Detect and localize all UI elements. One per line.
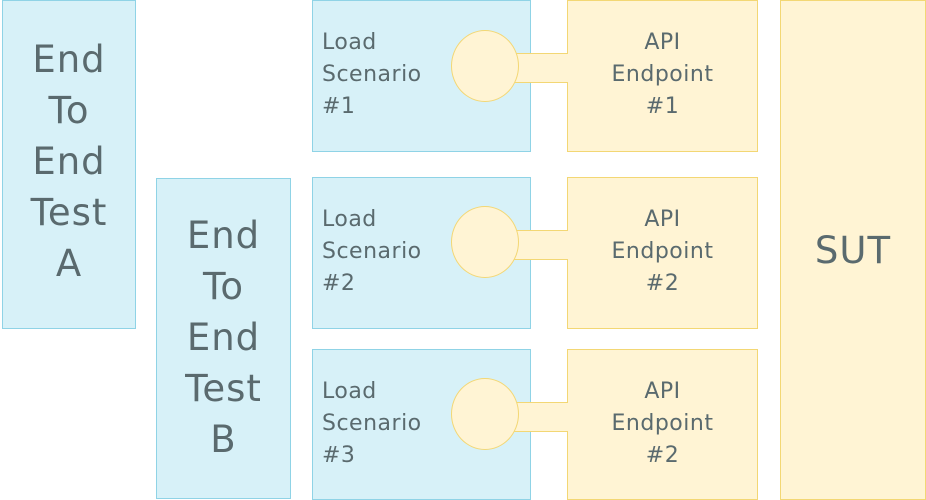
e2e-test-b-line: B (210, 418, 237, 461)
e2e-test-a-box: End To End Test A (2, 0, 136, 329)
api-endpoint-2-label: API Endpoint #2 (568, 204, 757, 300)
api-endpoint-2-box: API Endpoint #2 (567, 177, 758, 329)
e2e-test-b-line: End (186, 316, 261, 359)
load-scenario-line: Scenario (322, 62, 422, 87)
api-endpoint-line: #2 (645, 271, 680, 296)
interface-circle-2 (451, 206, 519, 278)
load-scenario-line: #1 (322, 94, 356, 119)
interface-circle-1 (451, 30, 519, 102)
load-scenario-3-box: Load Scenario #3 (312, 349, 531, 500)
load-scenario-line: #3 (322, 443, 356, 468)
e2e-test-b-line: To (203, 265, 244, 308)
api-endpoint-line: Endpoint (611, 411, 714, 436)
api-endpoint-3-box: API Endpoint #2 (567, 349, 758, 500)
e2e-test-a-line: A (55, 242, 83, 285)
load-scenario-line: #2 (322, 271, 356, 296)
api-endpoint-line: #1 (645, 94, 680, 119)
load-scenario-3-label: Load Scenario #3 (322, 376, 422, 472)
load-scenario-1-label: Load Scenario #1 (322, 27, 422, 123)
load-scenario-2-box: Load Scenario #2 (312, 177, 531, 329)
api-endpoint-line: Endpoint (611, 62, 714, 87)
api-endpoint-3-label: API Endpoint #2 (568, 376, 757, 472)
e2e-test-b-line: Test (185, 367, 262, 410)
e2e-test-b-line: End (186, 214, 261, 257)
load-scenario-line: Load (322, 207, 377, 232)
e2e-test-b-label: End To End Test B (157, 177, 290, 498)
load-scenario-line: Load (322, 379, 377, 404)
load-scenario-2-label: Load Scenario #2 (322, 204, 422, 300)
sut-box: SUT (780, 0, 926, 500)
load-scenario-line: Scenario (322, 239, 422, 264)
api-endpoint-line: #2 (645, 443, 680, 468)
api-endpoint-1-box: API Endpoint #1 (567, 0, 758, 152)
e2e-test-a-label: End To End Test A (3, 0, 135, 328)
e2e-test-a-line: Test (30, 191, 108, 234)
e2e-test-b-box: End To End Test B (156, 178, 291, 499)
api-endpoint-line: API (644, 207, 681, 232)
load-scenario-line: Scenario (322, 411, 422, 436)
load-scenario-line: Load (322, 30, 377, 55)
e2e-test-a-line: End (32, 140, 106, 183)
api-endpoint-line: Endpoint (611, 239, 714, 264)
api-endpoint-line: API (644, 379, 681, 404)
api-endpoint-1-label: API Endpoint #1 (568, 27, 757, 123)
api-endpoint-line: API (644, 30, 681, 55)
e2e-test-a-line: To (48, 89, 90, 132)
interface-circle-3 (451, 378, 519, 450)
e2e-test-a-line: End (32, 38, 106, 81)
sut-label: SUT (814, 228, 892, 272)
